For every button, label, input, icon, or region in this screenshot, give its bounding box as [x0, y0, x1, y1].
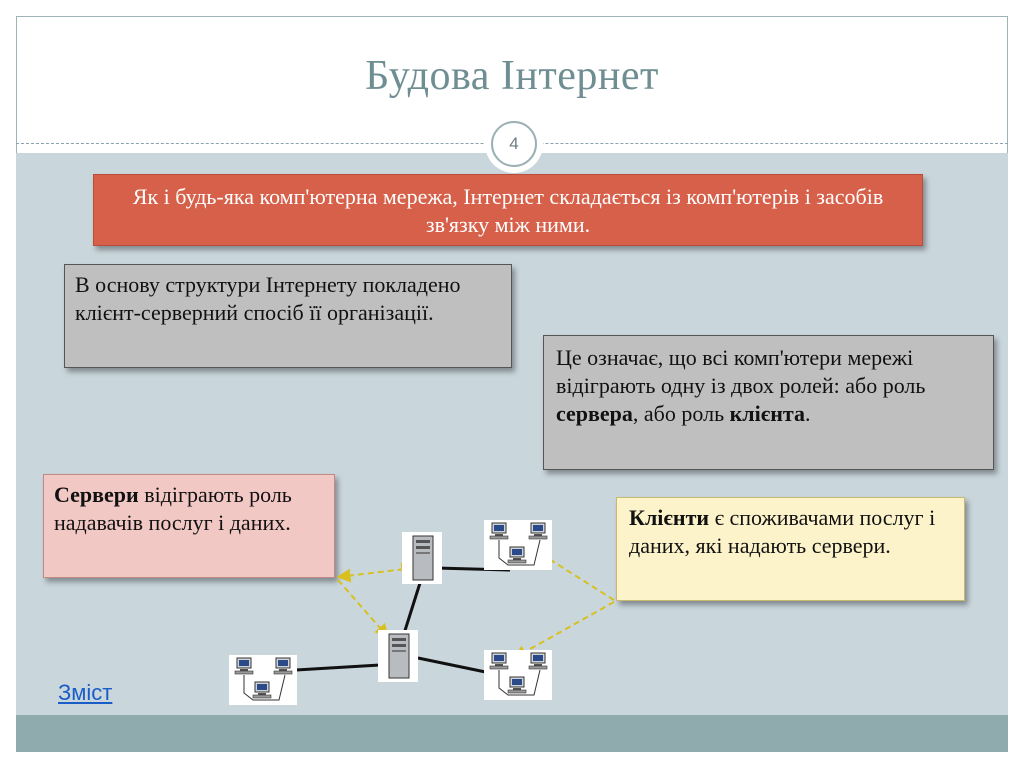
intro-text: Як і будь-яка комп'ютерна мережа, Інтерн…: [132, 184, 884, 237]
intro-box: Як і будь-яка комп'ютерна мережа, Інтерн…: [93, 174, 923, 246]
servers-box: Сервери відіграють роль надавачів послуг…: [43, 474, 335, 578]
clients-bold: Клієнти: [629, 505, 710, 530]
page-title: Будова Інтернет: [365, 53, 659, 99]
meaning-server-word: сервера: [556, 401, 633, 426]
server-tower-icon: [378, 630, 418, 682]
slide-number: 4: [491, 121, 537, 167]
basis-box: В основу структури Інтернету покладено к…: [64, 264, 512, 368]
client-computers-icon: [484, 520, 552, 570]
arrow-servers-to-server-top: [336, 562, 416, 583]
meaning-client-word: клієнта: [729, 401, 805, 426]
client-computers-icon: [229, 655, 297, 705]
clients-text: є споживачами послуг і даних, які надают…: [629, 505, 936, 558]
link-server-client-left: [295, 663, 381, 672]
server-tower-icon: [402, 532, 442, 584]
arrow-servers-to-server-bottom: [337, 579, 389, 639]
meaning-text-3: .: [805, 401, 811, 426]
meaning-text-2: , або роль: [632, 401, 730, 426]
basis-text: В основу структури Інтернету покладено к…: [75, 272, 461, 325]
arrow-clients-to-client-bottom: [512, 601, 615, 659]
meaning-box: Це означає, що всі комп'ютери мережі від…: [543, 335, 994, 470]
contents-link[interactable]: Зміст: [58, 680, 113, 705]
meaning-text-1: Це означає, що всі комп'ютери мережі від…: [556, 345, 926, 398]
slide-number-badge: 4: [485, 115, 543, 173]
servers-text: відіграють роль надавачів послуг і даних…: [54, 482, 292, 535]
servers-bold: Сервери: [54, 482, 139, 507]
footer-bar: [16, 715, 1008, 752]
client-computers-icon: [484, 650, 552, 700]
clients-box: Клієнти є споживачами послуг і даних, як…: [616, 497, 965, 601]
